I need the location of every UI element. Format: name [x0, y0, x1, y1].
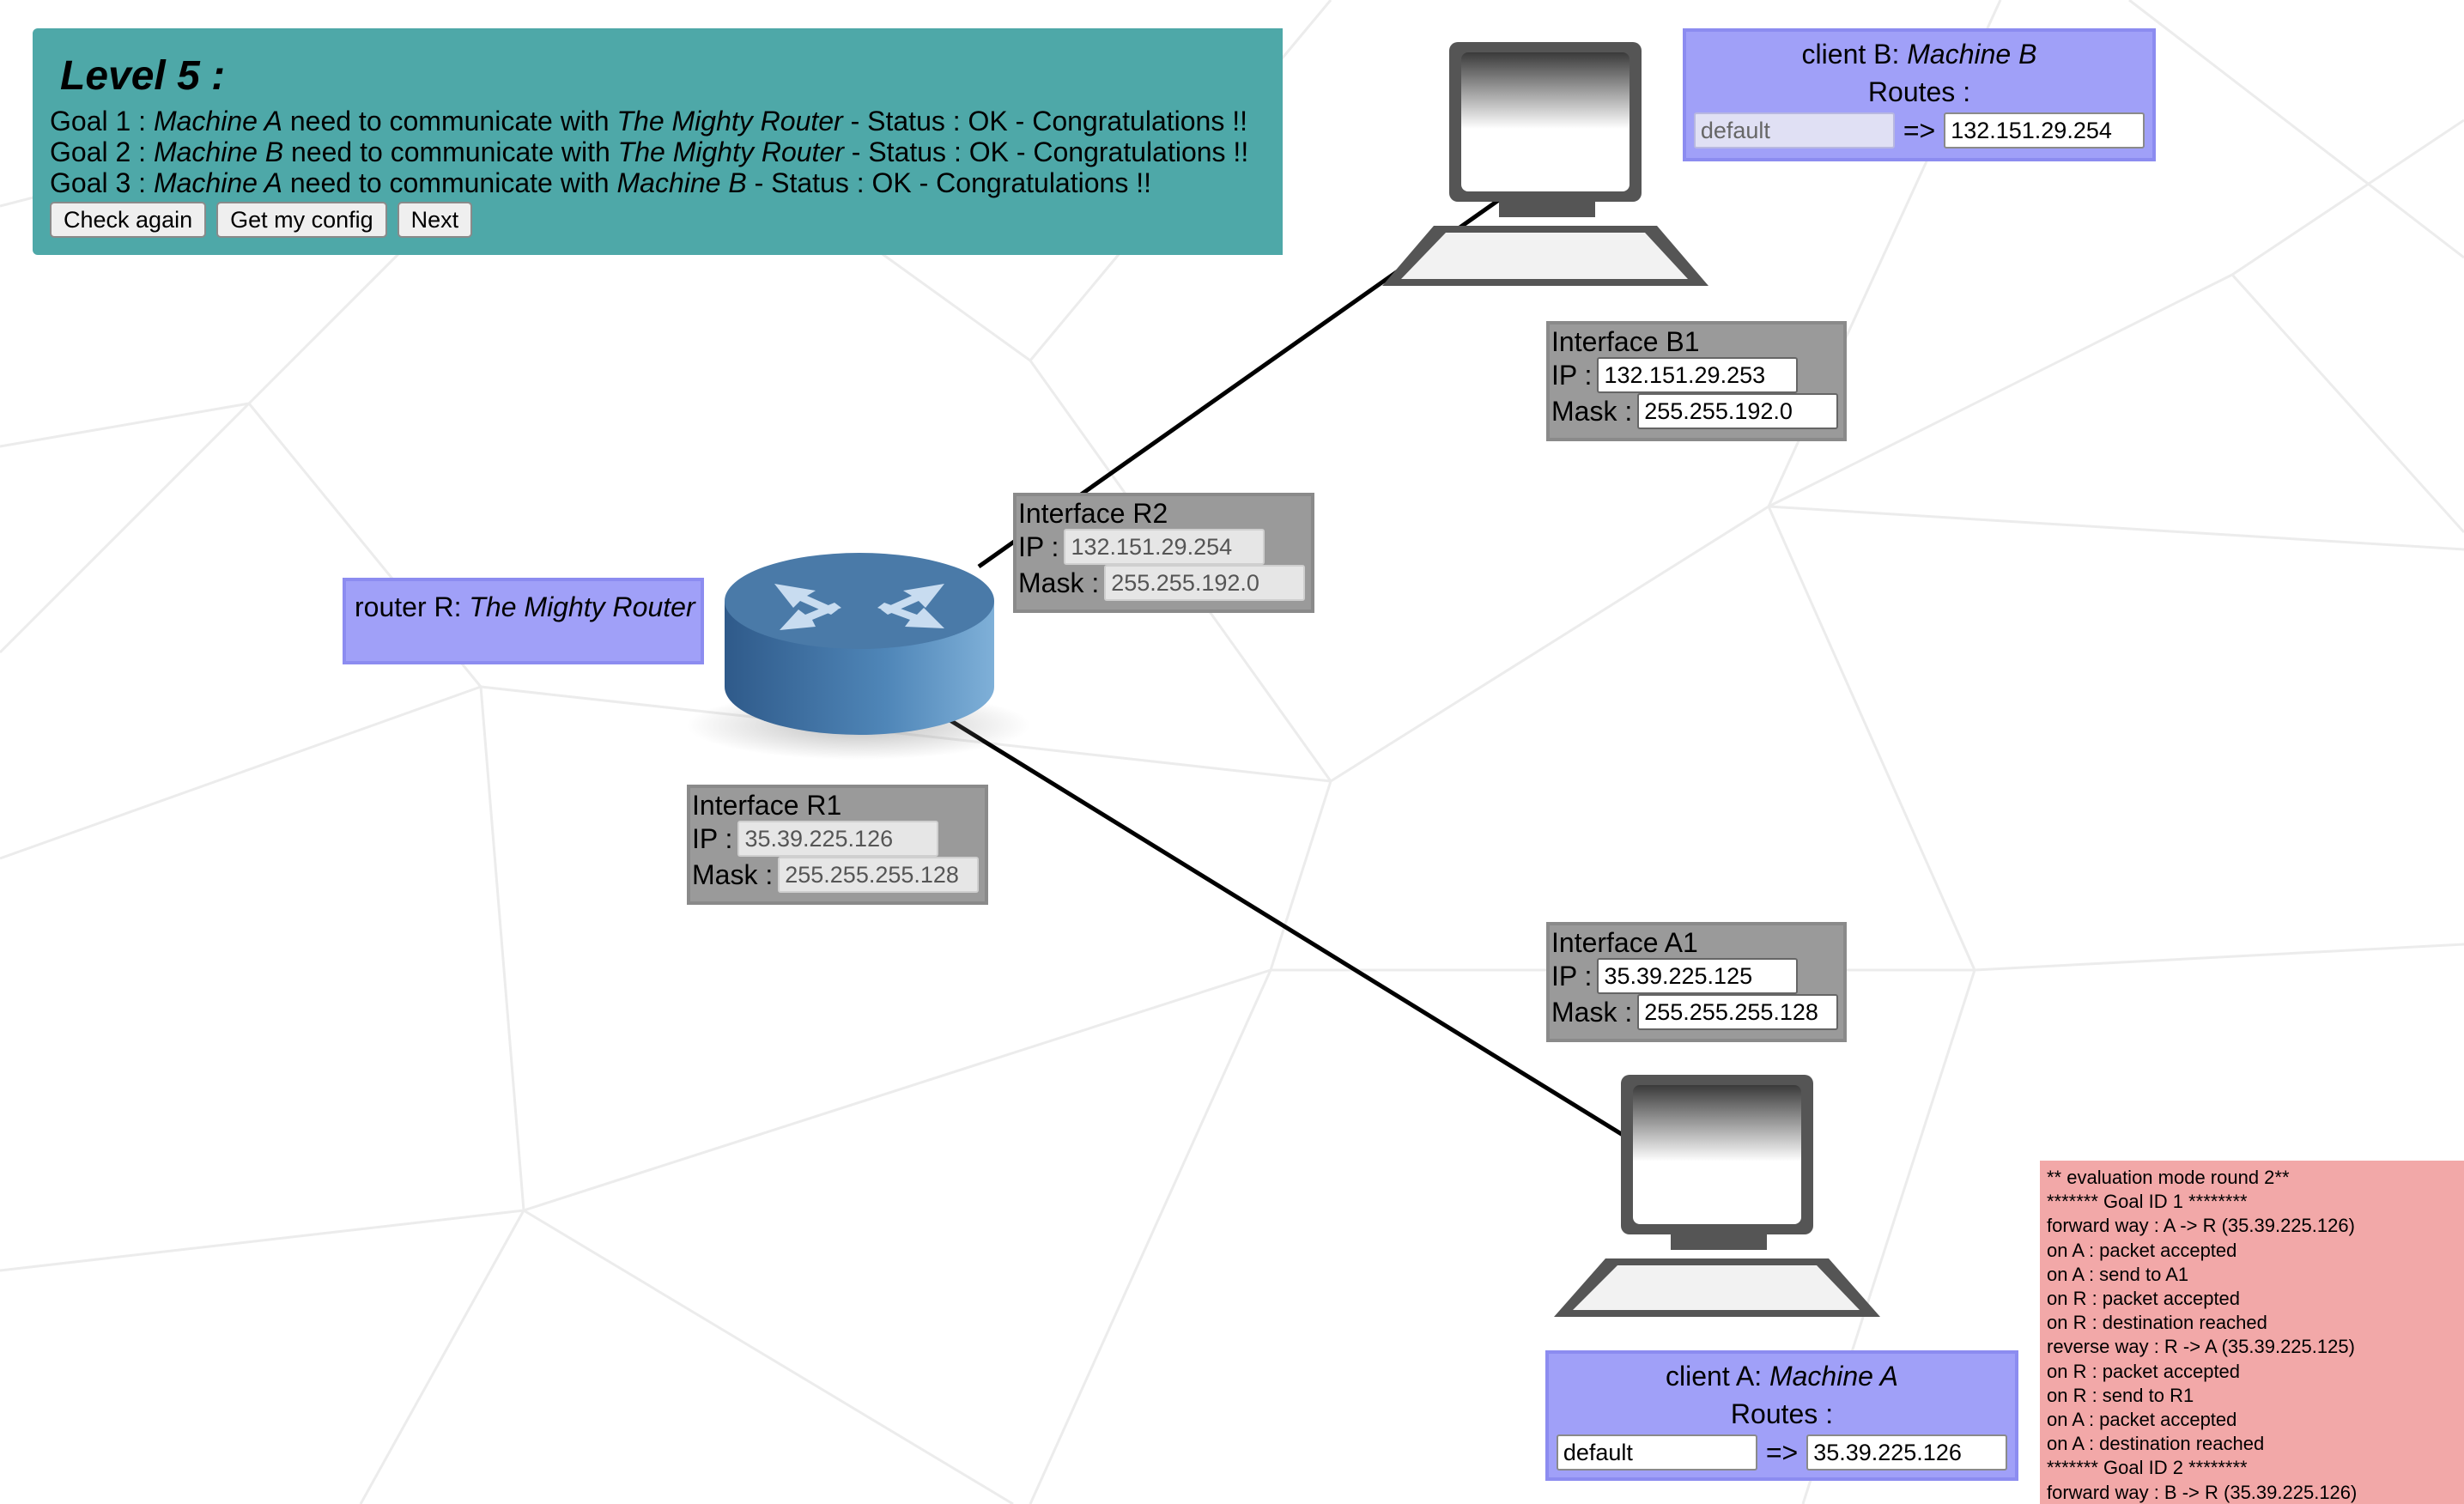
interface-r2-box: Interface R2 IP : Mask : [1013, 493, 1314, 613]
client-b-title: client B: Machine B [1801, 39, 2037, 70]
interface-r1-ip-input [737, 821, 939, 857]
log-line: on R : packet accepted [2047, 1360, 2241, 1382]
log-line: forward way : B -> R (35.39.225.126) [2047, 1481, 2358, 1503]
log-line: on R : send to R1 [2047, 1384, 2194, 1406]
check-again-button[interactable]: Check again [50, 202, 207, 238]
interface-a1-ip-input[interactable] [1597, 958, 1799, 994]
router-title: router R: The Mighty Router [355, 591, 695, 622]
interface-r1-mask-input [778, 857, 980, 893]
goal-line-2: Goal 2 : Machine B need to communicate w… [50, 136, 1249, 167]
client-a-title: client A: Machine A [1666, 1361, 1898, 1392]
interface-r1-box: Interface R1 IP : Mask : [687, 785, 988, 905]
get-my-config-button[interactable]: Get my config [216, 202, 387, 238]
route-arrow: => [1903, 114, 1936, 146]
router-label-box: router R: The Mighty Router [343, 578, 704, 664]
goal-line-3: Goal 3 : Machine A need to communicate w… [50, 167, 1151, 198]
goal-line-1: Goal 1 : Machine A need to communicate w… [50, 106, 1248, 136]
client-a-route-gateway-input[interactable] [1806, 1434, 2008, 1471]
client-b-route-destination [1693, 112, 1895, 149]
log-line: on R : destination reached [2047, 1312, 2267, 1334]
mask-label: Mask : [1018, 567, 1100, 598]
ip-label: IP : [1018, 531, 1059, 562]
router-icon [687, 553, 1030, 760]
route-arrow: => [1765, 1436, 1799, 1468]
ip-label: IP : [1551, 359, 1593, 391]
client-a-route-destination-input[interactable] [1556, 1434, 1757, 1471]
log-line: reverse way : R -> A (35.39.225.125) [2047, 1336, 2355, 1358]
log-line: on A : packet accepted [2047, 1239, 2237, 1261]
client-a-route-row: => [1549, 1434, 2015, 1471]
client-b-box: client B: Machine B Routes : => [1683, 28, 2156, 161]
interface-r1-title: Interface R1 [692, 790, 842, 821]
interface-b1-ip-input[interactable] [1597, 357, 1799, 393]
client-b-routes-label: Routes : [1867, 76, 1971, 107]
interface-r2-title: Interface R2 [1018, 498, 1168, 529]
mask-label: Mask : [1551, 395, 1633, 427]
log-line: on A : destination reached [2047, 1433, 2265, 1455]
interface-b1-title: Interface B1 [1551, 326, 1700, 357]
goal-panel: Level 5 : Goal 1 : Machine A need to com… [33, 28, 1283, 255]
ip-label: IP : [1551, 960, 1593, 992]
client-b-route-row: => [1686, 112, 2152, 149]
log-line: on A : packet accepted [2047, 1409, 2237, 1431]
mask-label: Mask : [692, 858, 774, 890]
computer-b-icon [1382, 42, 1708, 286]
log-line: ** evaluation mode round 2** [2047, 1167, 2290, 1188]
interface-b1-mask-input[interactable] [1637, 393, 1839, 429]
next-button[interactable]: Next [397, 202, 473, 238]
mask-label: Mask : [1551, 996, 1633, 1028]
log-line: on R : packet accepted [2047, 1288, 2241, 1310]
interface-b1-box: Interface B1 IP : Mask : [1546, 321, 1847, 441]
interface-a1-title: Interface A1 [1551, 927, 1698, 958]
ip-label: IP : [692, 822, 733, 854]
log-line: ******* Goal ID 2 ******** [2047, 1457, 2248, 1479]
client-a-box: client A: Machine A Routes : => [1545, 1350, 2018, 1481]
computer-a-icon [1554, 1075, 1880, 1317]
client-a-routes-label: Routes : [1730, 1398, 1834, 1429]
interface-a1-box: Interface A1 IP : Mask : [1546, 922, 1847, 1042]
level-title: Level 5 : [60, 53, 226, 99]
link-router-machine-a [943, 714, 1629, 1140]
log-line: forward way : A -> R (35.39.225.126) [2047, 1215, 2355, 1237]
goal-buttons: Check again Get my config Next [50, 202, 1283, 238]
evaluation-log-panel: ** evaluation mode round 2** ******* Goa… [2040, 1161, 2464, 1504]
log-line: on A : send to A1 [2047, 1263, 2189, 1285]
interface-r2-ip-input [1064, 529, 1265, 565]
interface-r2-mask-input [1104, 565, 1306, 601]
interface-a1-mask-input[interactable] [1637, 994, 1839, 1030]
client-b-route-gateway-input[interactable] [1944, 112, 2145, 149]
log-line: ******* Goal ID 1 ******** [2047, 1191, 2248, 1213]
